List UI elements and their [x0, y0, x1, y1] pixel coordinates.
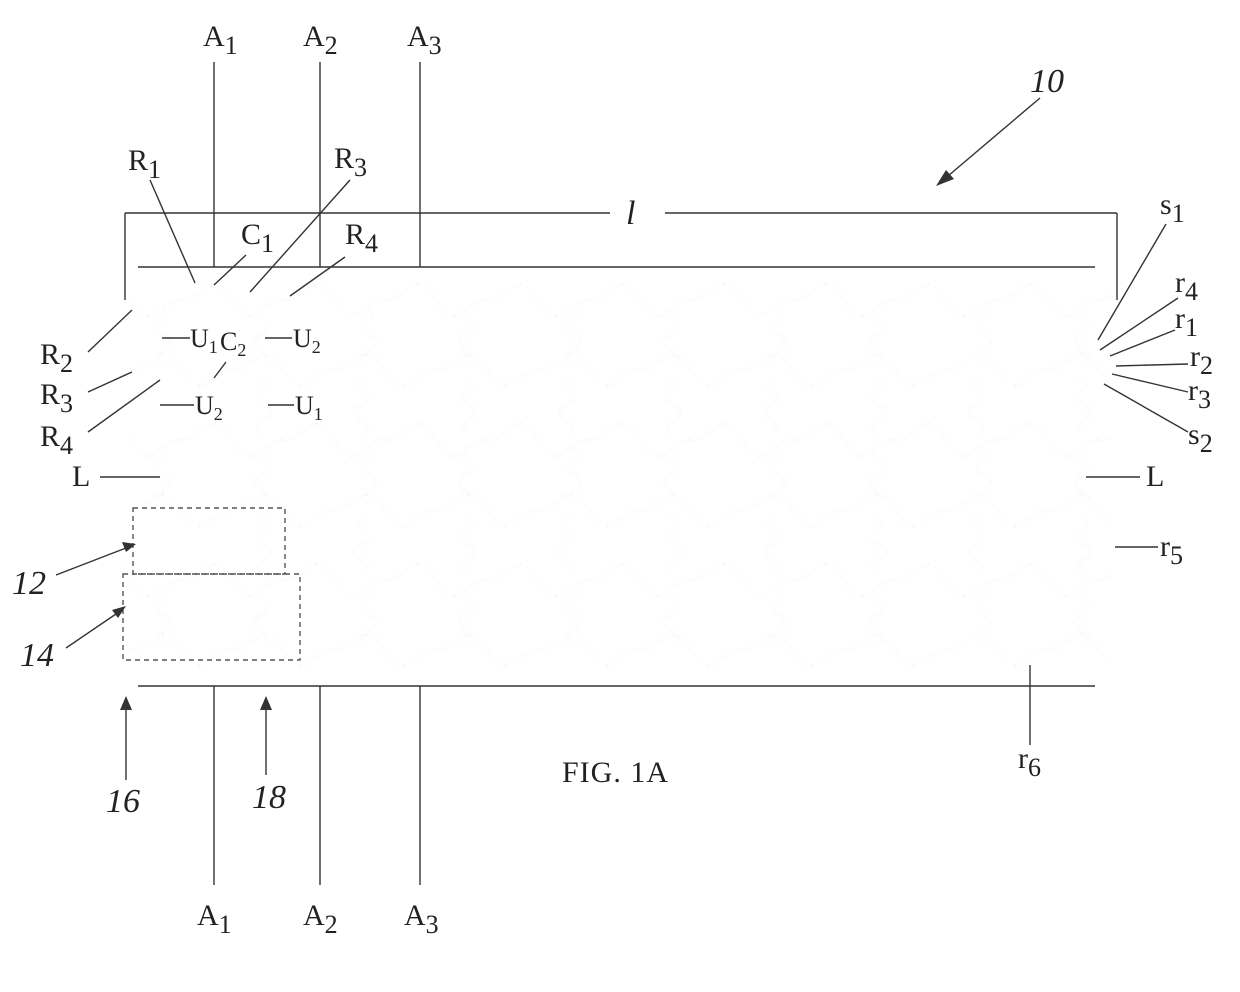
label-l-left: L [72, 460, 90, 493]
label-u2-b: U2 [195, 391, 223, 424]
label-u2-a: U2 [293, 324, 321, 357]
label-r3-top: R3 [334, 142, 367, 182]
axis-lines-bottom [214, 686, 420, 885]
cell-connector [560, 518, 573, 572]
leader-r3 [88, 372, 132, 392]
cell-connector [977, 588, 990, 642]
leader-r4-right [1100, 298, 1178, 350]
cell-connector [257, 518, 270, 572]
axis-label-a2-bottom: A2 [303, 899, 338, 939]
arrow-12 [56, 542, 136, 575]
label-r3: R3 [40, 378, 73, 418]
cell-connector [872, 518, 885, 572]
label-r4-right: r4 [1175, 266, 1198, 306]
leader-c2 [214, 362, 226, 378]
ring-strut [130, 494, 1111, 525]
leader-r1-right [1110, 330, 1175, 356]
label-r5: r5 [1160, 530, 1183, 570]
cell-connector [970, 518, 983, 572]
cell-connector [462, 378, 475, 432]
label-l-right: L [1146, 460, 1164, 493]
label-c2: C2 [220, 327, 246, 360]
ref-numeral-14: 14 [20, 637, 54, 674]
axis-label-a1-bottom: A1 [197, 899, 232, 939]
box-14 [123, 574, 300, 660]
label-u1-a: U1 [190, 324, 218, 357]
ref-numeral-18: 18 [252, 779, 286, 816]
label-r4: R4 [40, 420, 73, 460]
ref-numeral-10: 10 [1030, 63, 1064, 100]
ring-strut [130, 494, 1111, 525]
leader-s2 [1104, 384, 1188, 432]
ring-strut [130, 284, 1111, 315]
axis-label-a3-bottom: A3 [404, 899, 439, 939]
cell-connector [1077, 518, 1090, 572]
arrow-10 [936, 98, 1040, 186]
cell-connector [977, 308, 990, 362]
label-r1-right: r1 [1175, 302, 1198, 342]
label-r6: r6 [1018, 742, 1041, 782]
cell-connector [560, 378, 573, 432]
cell-connector [970, 378, 983, 432]
cell-connector [765, 518, 778, 572]
ref-numeral-16: 16 [106, 783, 140, 820]
ring-strut [130, 354, 1111, 385]
label-s1: s1 [1160, 188, 1185, 228]
arrow-18 [260, 696, 272, 775]
cell-connector [667, 518, 680, 572]
leader-s1 [1098, 224, 1166, 340]
label-r1: R1 [128, 144, 161, 184]
leader-r4-top [290, 257, 345, 296]
leader-r2 [88, 310, 132, 352]
leader-c1 [214, 255, 246, 285]
label-r2: R2 [40, 338, 73, 378]
ring-strut [130, 354, 1111, 385]
axis-label-a3-top: A3 [407, 20, 442, 60]
cell-connector [1077, 378, 1090, 432]
figure-caption: FIG. 1A [562, 756, 669, 789]
leader-r2-right [1116, 364, 1188, 366]
label-c1: C1 [241, 218, 274, 258]
ref-numeral-12: 12 [12, 565, 46, 602]
cell-connector [872, 378, 885, 432]
cell-connector [667, 378, 680, 432]
arrow-16 [120, 696, 132, 780]
axis-label-a2-top: A2 [303, 20, 338, 60]
cell-connector [355, 518, 368, 572]
label-u1-b: U1 [295, 391, 323, 424]
arrow-14 [66, 606, 126, 648]
stent-mesh [130, 284, 1111, 665]
label-r3-right: r3 [1188, 374, 1211, 414]
label-r4-top: R4 [345, 218, 378, 258]
cell-connector [355, 378, 368, 432]
ring-strut [130, 634, 1111, 665]
cell-connector [462, 518, 475, 572]
ring-strut [130, 424, 1111, 455]
label-s2: s2 [1188, 418, 1213, 458]
cell-connector [765, 378, 778, 432]
cell-connector [977, 448, 990, 502]
ring-strut [130, 634, 1111, 665]
axis-label-a1-top: A1 [203, 20, 238, 60]
leader-r3-right [1112, 374, 1188, 392]
length-label: l [626, 195, 635, 232]
ring-strut [130, 564, 1111, 595]
